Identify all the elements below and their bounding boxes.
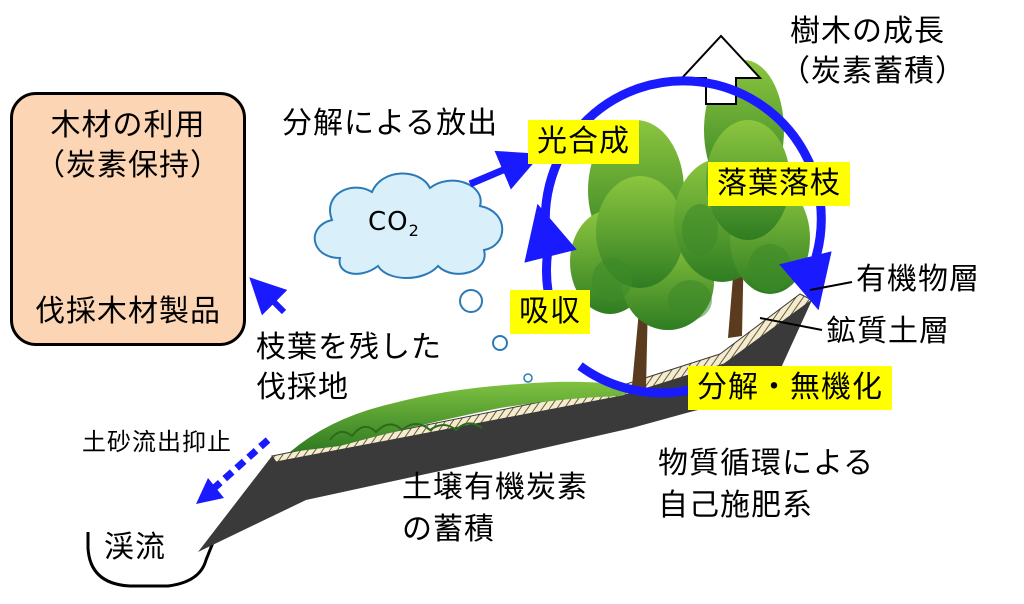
decomposition-release-label: 分解による放出 bbox=[282, 106, 499, 141]
photosynthesis-label: 光合成 bbox=[528, 120, 639, 164]
stream-label: 渓流 bbox=[104, 530, 166, 565]
material-cycle-label-2: 自己施肥系 bbox=[658, 488, 813, 523]
carbon-storage-label: （炭素蓄積） bbox=[780, 54, 966, 89]
mineral-layer-leader bbox=[759, 317, 823, 331]
mineral-soil-slope bbox=[198, 296, 812, 552]
tree-growth-label: 樹木の成長 bbox=[790, 14, 945, 49]
sediment-dashed-line bbox=[209, 437, 271, 493]
mineral-layer-label: 鉱質土層 bbox=[826, 314, 950, 349]
wood-carbon-retention: （炭素保持） bbox=[35, 148, 221, 183]
organic-layer-label: 有機物層 bbox=[856, 262, 980, 297]
material-cycle-label-1: 物質循環による bbox=[658, 446, 875, 481]
decomposition-mineralization-label: 分解・無機化 bbox=[688, 366, 892, 410]
sediment-arrowhead bbox=[196, 478, 224, 504]
co2-label: CO2 bbox=[368, 207, 420, 241]
sediment-control-label: 土砂流出抑止 bbox=[82, 428, 232, 456]
cycle-arrowhead-litter bbox=[779, 251, 832, 311]
harvest-site-label-1: 枝葉を残した bbox=[256, 330, 442, 365]
bubble-medium bbox=[492, 335, 508, 351]
wood-use-box bbox=[10, 92, 246, 346]
harvest-site-grass bbox=[290, 381, 640, 452]
organic-layer-leader bbox=[809, 281, 853, 291]
wood-use-title: 木材の利用 bbox=[50, 108, 206, 143]
cycle-arc-bottom bbox=[577, 362, 691, 398]
co2-to-photosynthesis-arrow bbox=[468, 150, 542, 190]
harvested-wood-products: 伐採木材製品 bbox=[35, 294, 221, 329]
soil-carbon-label-1: 土壌有機炭素 bbox=[402, 470, 588, 505]
cycle-arrowhead-absorb bbox=[524, 203, 577, 263]
stream-channel bbox=[86, 532, 216, 588]
bubble-small bbox=[523, 373, 533, 383]
co2-cloud bbox=[313, 172, 504, 279]
bubble-large bbox=[459, 289, 483, 313]
grass-texture bbox=[329, 422, 483, 441]
litterfall-label: 落葉落枝 bbox=[708, 162, 850, 206]
harvest-to-wood-arrow bbox=[249, 277, 288, 316]
soil-carbon-label-2: の蓄積 bbox=[402, 512, 495, 547]
absorption-label: 吸収 bbox=[510, 290, 590, 334]
harvest-site-label-2: 伐採地 bbox=[256, 370, 349, 405]
